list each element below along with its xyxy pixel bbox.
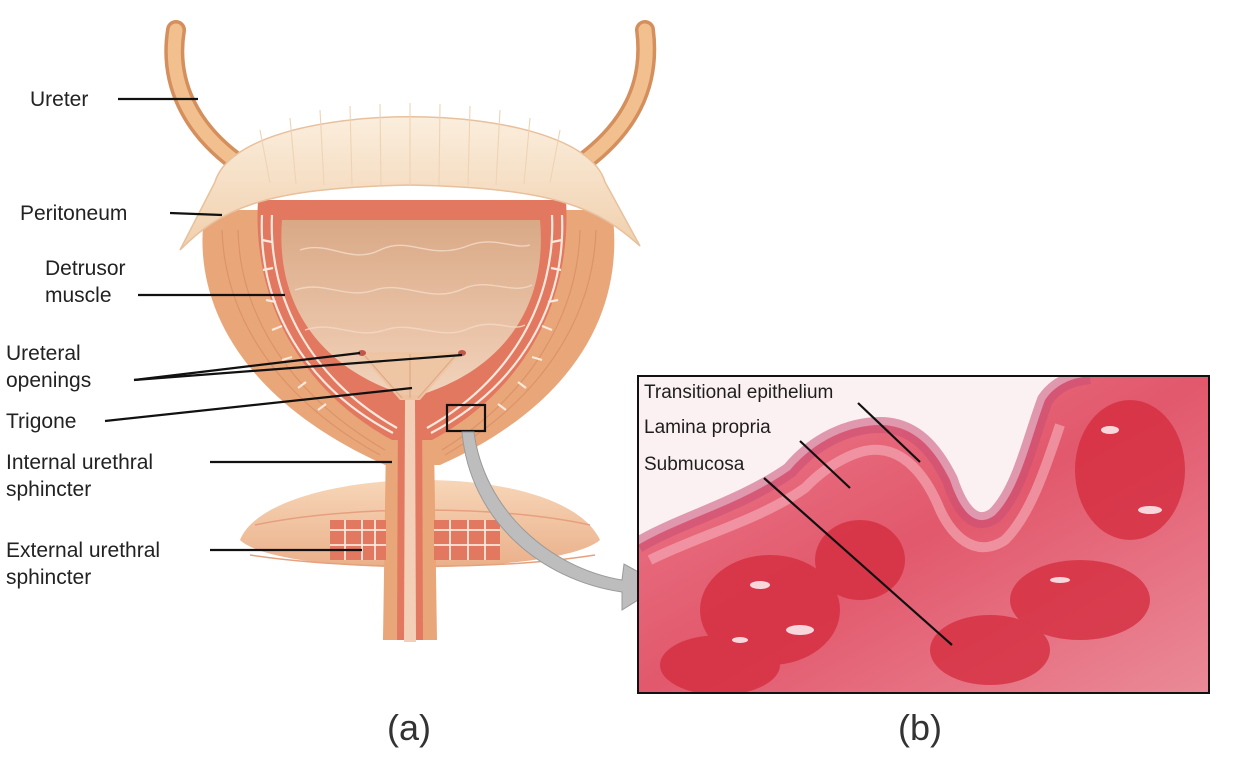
label-ureter: Ureter bbox=[30, 88, 88, 111]
panel-label-b: (b) bbox=[898, 707, 942, 748]
bladder-lumen bbox=[281, 220, 541, 395]
label-ureteral-line1: Ureteral bbox=[6, 342, 81, 365]
micrograph-frame bbox=[637, 375, 1210, 694]
detail-box bbox=[445, 403, 487, 433]
label-peritoneum: Peritoneum bbox=[20, 202, 127, 225]
label-lamina-propria: Lamina propria bbox=[644, 417, 771, 438]
label-external-line2: sphincter bbox=[6, 566, 91, 589]
label-detrusor-line1: Detrusor bbox=[45, 257, 126, 280]
label-external-line1: External urethral bbox=[6, 539, 160, 562]
ureteral-opening-left bbox=[358, 350, 366, 356]
label-internal-line1: Internal urethral bbox=[6, 451, 153, 474]
label-internal-line2: sphincter bbox=[6, 478, 91, 501]
urethra-lumen bbox=[404, 400, 416, 642]
panel-label-a: (a) bbox=[387, 707, 431, 748]
micrograph: Transitional epithelium Lamina propria S… bbox=[637, 375, 1210, 694]
label-detrusor-line2: muscle bbox=[45, 284, 112, 307]
external-sphincter bbox=[330, 520, 500, 560]
label-submucosa: Submucosa bbox=[644, 454, 745, 475]
label-transitional-epithelium: Transitional epithelium bbox=[644, 382, 833, 403]
bladder-illustration bbox=[164, 20, 657, 642]
label-trigone: Trigone bbox=[6, 410, 76, 433]
bladder-labels: Ureter Peritoneum Detrusor muscle Ureter… bbox=[6, 88, 463, 589]
transitional-epithelium-band bbox=[638, 376, 1092, 552]
label-ureteral-line2: openings bbox=[6, 369, 91, 392]
